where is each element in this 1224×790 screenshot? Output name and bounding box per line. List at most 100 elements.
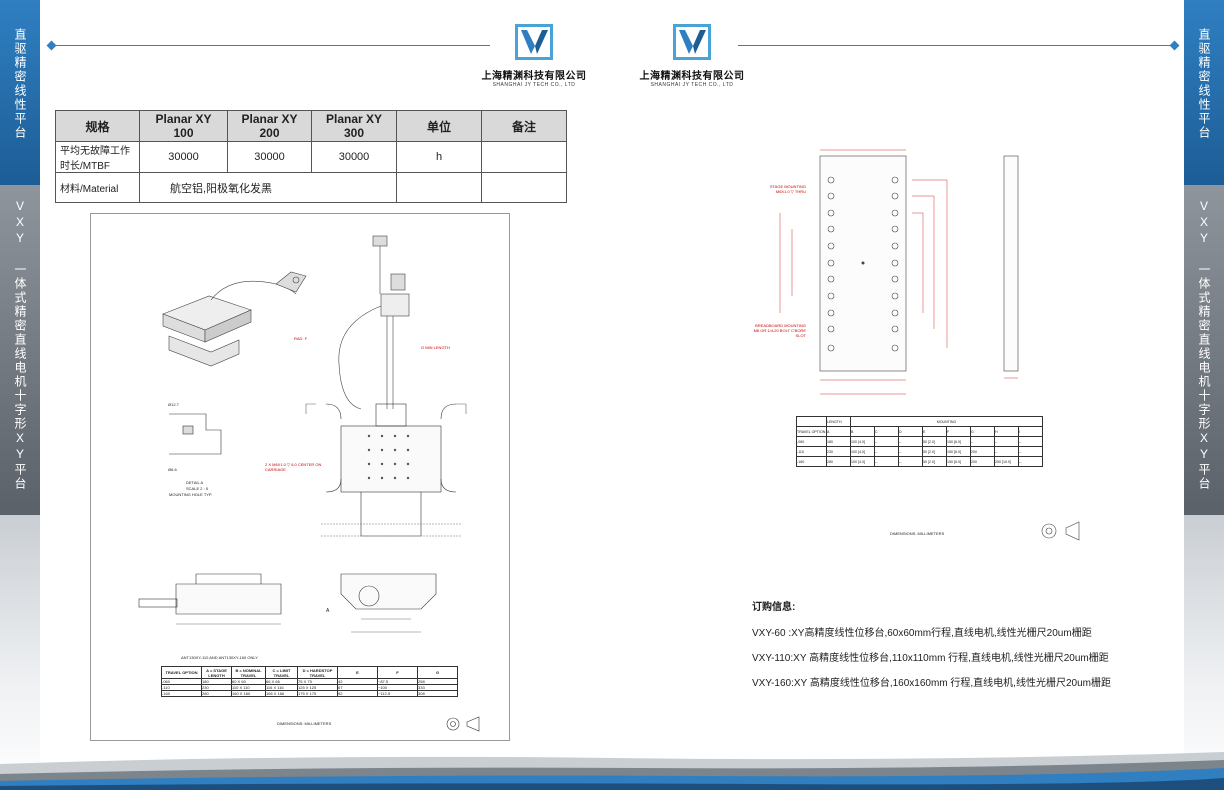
drawing1-table-cell: 160 X 160 bbox=[231, 690, 266, 697]
left-side-tab-secondary: VXY 一体式精密直线电机十字形XY平台 bbox=[0, 185, 40, 515]
drawing1-table-cell: ~112.5 bbox=[377, 690, 418, 697]
drawing2-table-cell: -160 bbox=[796, 456, 827, 467]
order-info-line: VXY-160:XY 高精度线性位移台,160x160mm 行程,直线电机,线性… bbox=[752, 678, 1111, 689]
right-side-fade bbox=[1184, 515, 1224, 790]
header-right-line bbox=[738, 45, 1176, 46]
spec-note-cell bbox=[481, 141, 567, 173]
spec-table-row: 材料/Material 航空铝,阳极氧化发黑 bbox=[55, 172, 567, 203]
drawing1-table-row: -160 280 160 X 160 166 X 166 175 X 175 9… bbox=[161, 690, 458, 697]
drawing2-table-row: -060 180 100 [4.0] -- -- 50 [2.0] 150 [6… bbox=[796, 436, 1043, 447]
drawing2-table-cell: 150 [6.0] bbox=[946, 446, 971, 457]
spec-row-label: 平均无故障工作时长/MTBF bbox=[55, 141, 140, 173]
right-side-tab-sub-label: VXY 一体式精密直线电机十字形XY平台 bbox=[1197, 199, 1211, 491]
drawing1-label-a: A bbox=[326, 608, 330, 614]
drawing1-table-row: -060 180 60 X 60 66 X 66 75 X 75 42 ~87.… bbox=[161, 678, 458, 685]
drawing1-travel-table: TRAVEL OPTION A = STAGE LENGTH B = NOMIN… bbox=[161, 666, 458, 697]
drawing1-table-header: C = LIMIT TRAVEL bbox=[265, 666, 298, 679]
drawing2-table-header-row: TRAVEL OPTION A B C D E F G H I bbox=[796, 426, 1043, 437]
stage-front-view bbox=[340, 573, 437, 633]
order-info: 订购信息: VXY-60 :XY高精度线性位移台,60x60mm行程,直线电机,… bbox=[752, 598, 1111, 699]
drawing2-table-header: H bbox=[994, 426, 1019, 437]
drawing1-label-rad: RAD. F bbox=[294, 336, 308, 341]
spec-header-cell: 规格 bbox=[55, 110, 140, 142]
drawing1-table-header: D = HARDSTOP TRAVEL bbox=[297, 666, 338, 679]
drawing1-label-mounting-hole: MOUNTING HOLE TYP. bbox=[169, 492, 213, 497]
drawing2-group-header: MOUNTING bbox=[850, 416, 1043, 427]
drawing2-table-cell: -- bbox=[1018, 446, 1043, 457]
drawing1-table-cell: -160 bbox=[161, 690, 202, 697]
drawing2-table-cell: 100 [4.0] bbox=[850, 456, 875, 467]
stage-side-view bbox=[138, 573, 282, 625]
drawing2-table-cell: 200 bbox=[970, 446, 995, 457]
drawing2-table-header: I bbox=[1018, 426, 1043, 437]
drawing1-table-header: F bbox=[377, 666, 418, 679]
spec-cell: 30000 bbox=[227, 141, 312, 173]
drawing2-table-cell: -- bbox=[1018, 436, 1043, 447]
drawing1-label-phi127: Ø12.7 bbox=[168, 402, 179, 407]
spec-header-cell: Planar XY 300 bbox=[311, 110, 397, 142]
order-info-line: VXY-110:XY 高精度线性位移台,110x110mm 行程,直线电机,线性… bbox=[752, 653, 1109, 664]
spec-table-header-row: 规格 Planar XY 100 Planar XY 200 Planar XY… bbox=[55, 110, 567, 142]
drawing1-table-cell: 308 bbox=[417, 690, 458, 697]
stage-isometric-view bbox=[162, 271, 307, 367]
spec-cell-material: 航空铝,阳极氧化发黑 bbox=[139, 172, 397, 203]
base-plate-drawing-graphic bbox=[779, 149, 1080, 541]
drawing2-table-cell: -- bbox=[898, 436, 923, 447]
drawing1-table-header: E bbox=[337, 666, 378, 679]
spec-note-cell bbox=[481, 172, 567, 203]
spec-header-cell: Planar XY 100 bbox=[139, 110, 228, 142]
drawing1-label-scale: SCALE 2 : 5 bbox=[186, 486, 209, 491]
left-side-fade bbox=[0, 515, 40, 790]
header-left-line bbox=[52, 45, 490, 46]
spec-header-cell: 单位 bbox=[396, 110, 482, 142]
drawing1-dimensions-note: DIMENSIONS: MILLIMETERS bbox=[277, 721, 332, 726]
drawing2-table-cell: 100 [4.0] bbox=[850, 446, 875, 457]
drawing1-table-cell: 175 X 175 bbox=[297, 690, 338, 697]
right-side-tab-primary: 直驱精密线性平台 bbox=[1184, 0, 1224, 185]
company-name-cn: 上海精渊科技有限公司 bbox=[639, 71, 745, 82]
drawing2-table-header: G bbox=[970, 426, 995, 437]
bottom-decorative-band bbox=[0, 752, 1224, 790]
drawing2-table-cell: 230 bbox=[826, 446, 851, 457]
drawing2-table-cell: 150 [6.0] bbox=[946, 456, 971, 467]
drawing1-label-detail: DETAIL A bbox=[186, 480, 204, 485]
drawing2-table-cell: 50 [2.0] bbox=[922, 436, 947, 447]
drawing2-table-cell: 200 bbox=[970, 456, 995, 467]
header-right-marker bbox=[1169, 40, 1180, 51]
jy-logo-icon bbox=[515, 24, 553, 60]
drawing1-table-header: G bbox=[417, 666, 458, 679]
drawing1-label-center: 2 X M6X1.0 ▽ 6.0 CENTER ON CARRIAGE bbox=[265, 462, 322, 472]
drawing1-table-cell: 280 bbox=[201, 690, 232, 697]
spec-table-row: 平均无故障工作时长/MTBF 30000 30000 30000 h bbox=[55, 141, 567, 173]
company-name-en: SHANGHAI JY TECH CO., LTD bbox=[492, 82, 576, 88]
drawing2-table-cell: 250 [10.0] bbox=[994, 456, 1019, 467]
drawing2-table-cell: 150 [6.0] bbox=[946, 436, 971, 447]
drawing2-table-cell: -- bbox=[994, 446, 1019, 457]
drawing2-table-cell: -- bbox=[898, 456, 923, 467]
drawing1-label-phi66: Ø6.6 bbox=[168, 467, 177, 472]
company-logo-left: 上海精渊科技有限公司 SHANGHAI JY TECH CO., LTD bbox=[479, 24, 589, 88]
drawing2-table-header: C bbox=[874, 426, 899, 437]
spec-row-label: 材料/Material bbox=[55, 172, 140, 203]
drawing2-table-cell: -- bbox=[874, 436, 899, 447]
drawing2-table-cell: 50 [2.0] bbox=[922, 446, 947, 457]
drawing2-table-cell: 100 [4.0] bbox=[850, 436, 875, 447]
drawing2-table-cell: -110 bbox=[796, 446, 827, 457]
jy-logo-icon bbox=[673, 24, 711, 60]
technical-drawing-graphic bbox=[138, 235, 480, 732]
drawing2-table-cell: -- bbox=[994, 436, 1019, 447]
projection-symbol-icon bbox=[446, 716, 480, 732]
spec-table: 规格 Planar XY 100 Planar XY 200 Planar XY… bbox=[55, 110, 567, 203]
right-side-tab-label: 直驱精密线性平台 bbox=[1197, 28, 1211, 140]
drawing2-table-cell: -- bbox=[970, 436, 995, 447]
drawing2-table-header: F bbox=[946, 426, 971, 437]
spec-unit-cell bbox=[396, 172, 482, 203]
drawing1-table-header: TRAVEL OPTION bbox=[161, 666, 202, 679]
drawing2-table-cell: -- bbox=[874, 456, 899, 467]
drawing2-table-cell: -- bbox=[874, 446, 899, 457]
drawing2-table-header: E bbox=[922, 426, 947, 437]
mounting-hole-array bbox=[827, 176, 899, 352]
drawing2-table-cell: 50 [2.0] bbox=[922, 456, 947, 467]
left-side-tab-label: 直驱精密线性平台 bbox=[13, 28, 27, 140]
drawing2-group-header: LENGTH bbox=[826, 416, 851, 427]
